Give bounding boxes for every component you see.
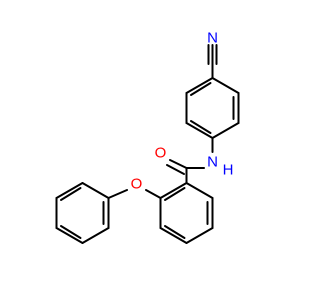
carbonyl-double-bond <box>166 159 188 175</box>
amide-nitrogen-label: N <box>207 154 218 171</box>
amide-hydrogen-label: H <box>223 162 234 179</box>
benzamide-ring <box>159 182 214 244</box>
nitrile-triple-bond <box>207 44 218 65</box>
molecule-structure-diagram: N N H O O <box>55 30 240 244</box>
phenoxy-ring <box>55 182 110 244</box>
carbonyl-oxygen-label: O <box>155 145 167 162</box>
bond-ring-ether-o <box>145 189 162 199</box>
bond-ether-o-phenyl <box>107 189 128 199</box>
cyanophenyl-ring <box>185 77 240 139</box>
ether-oxygen-label: O <box>131 176 143 193</box>
nitrile-nitrogen-label: N <box>207 30 218 47</box>
